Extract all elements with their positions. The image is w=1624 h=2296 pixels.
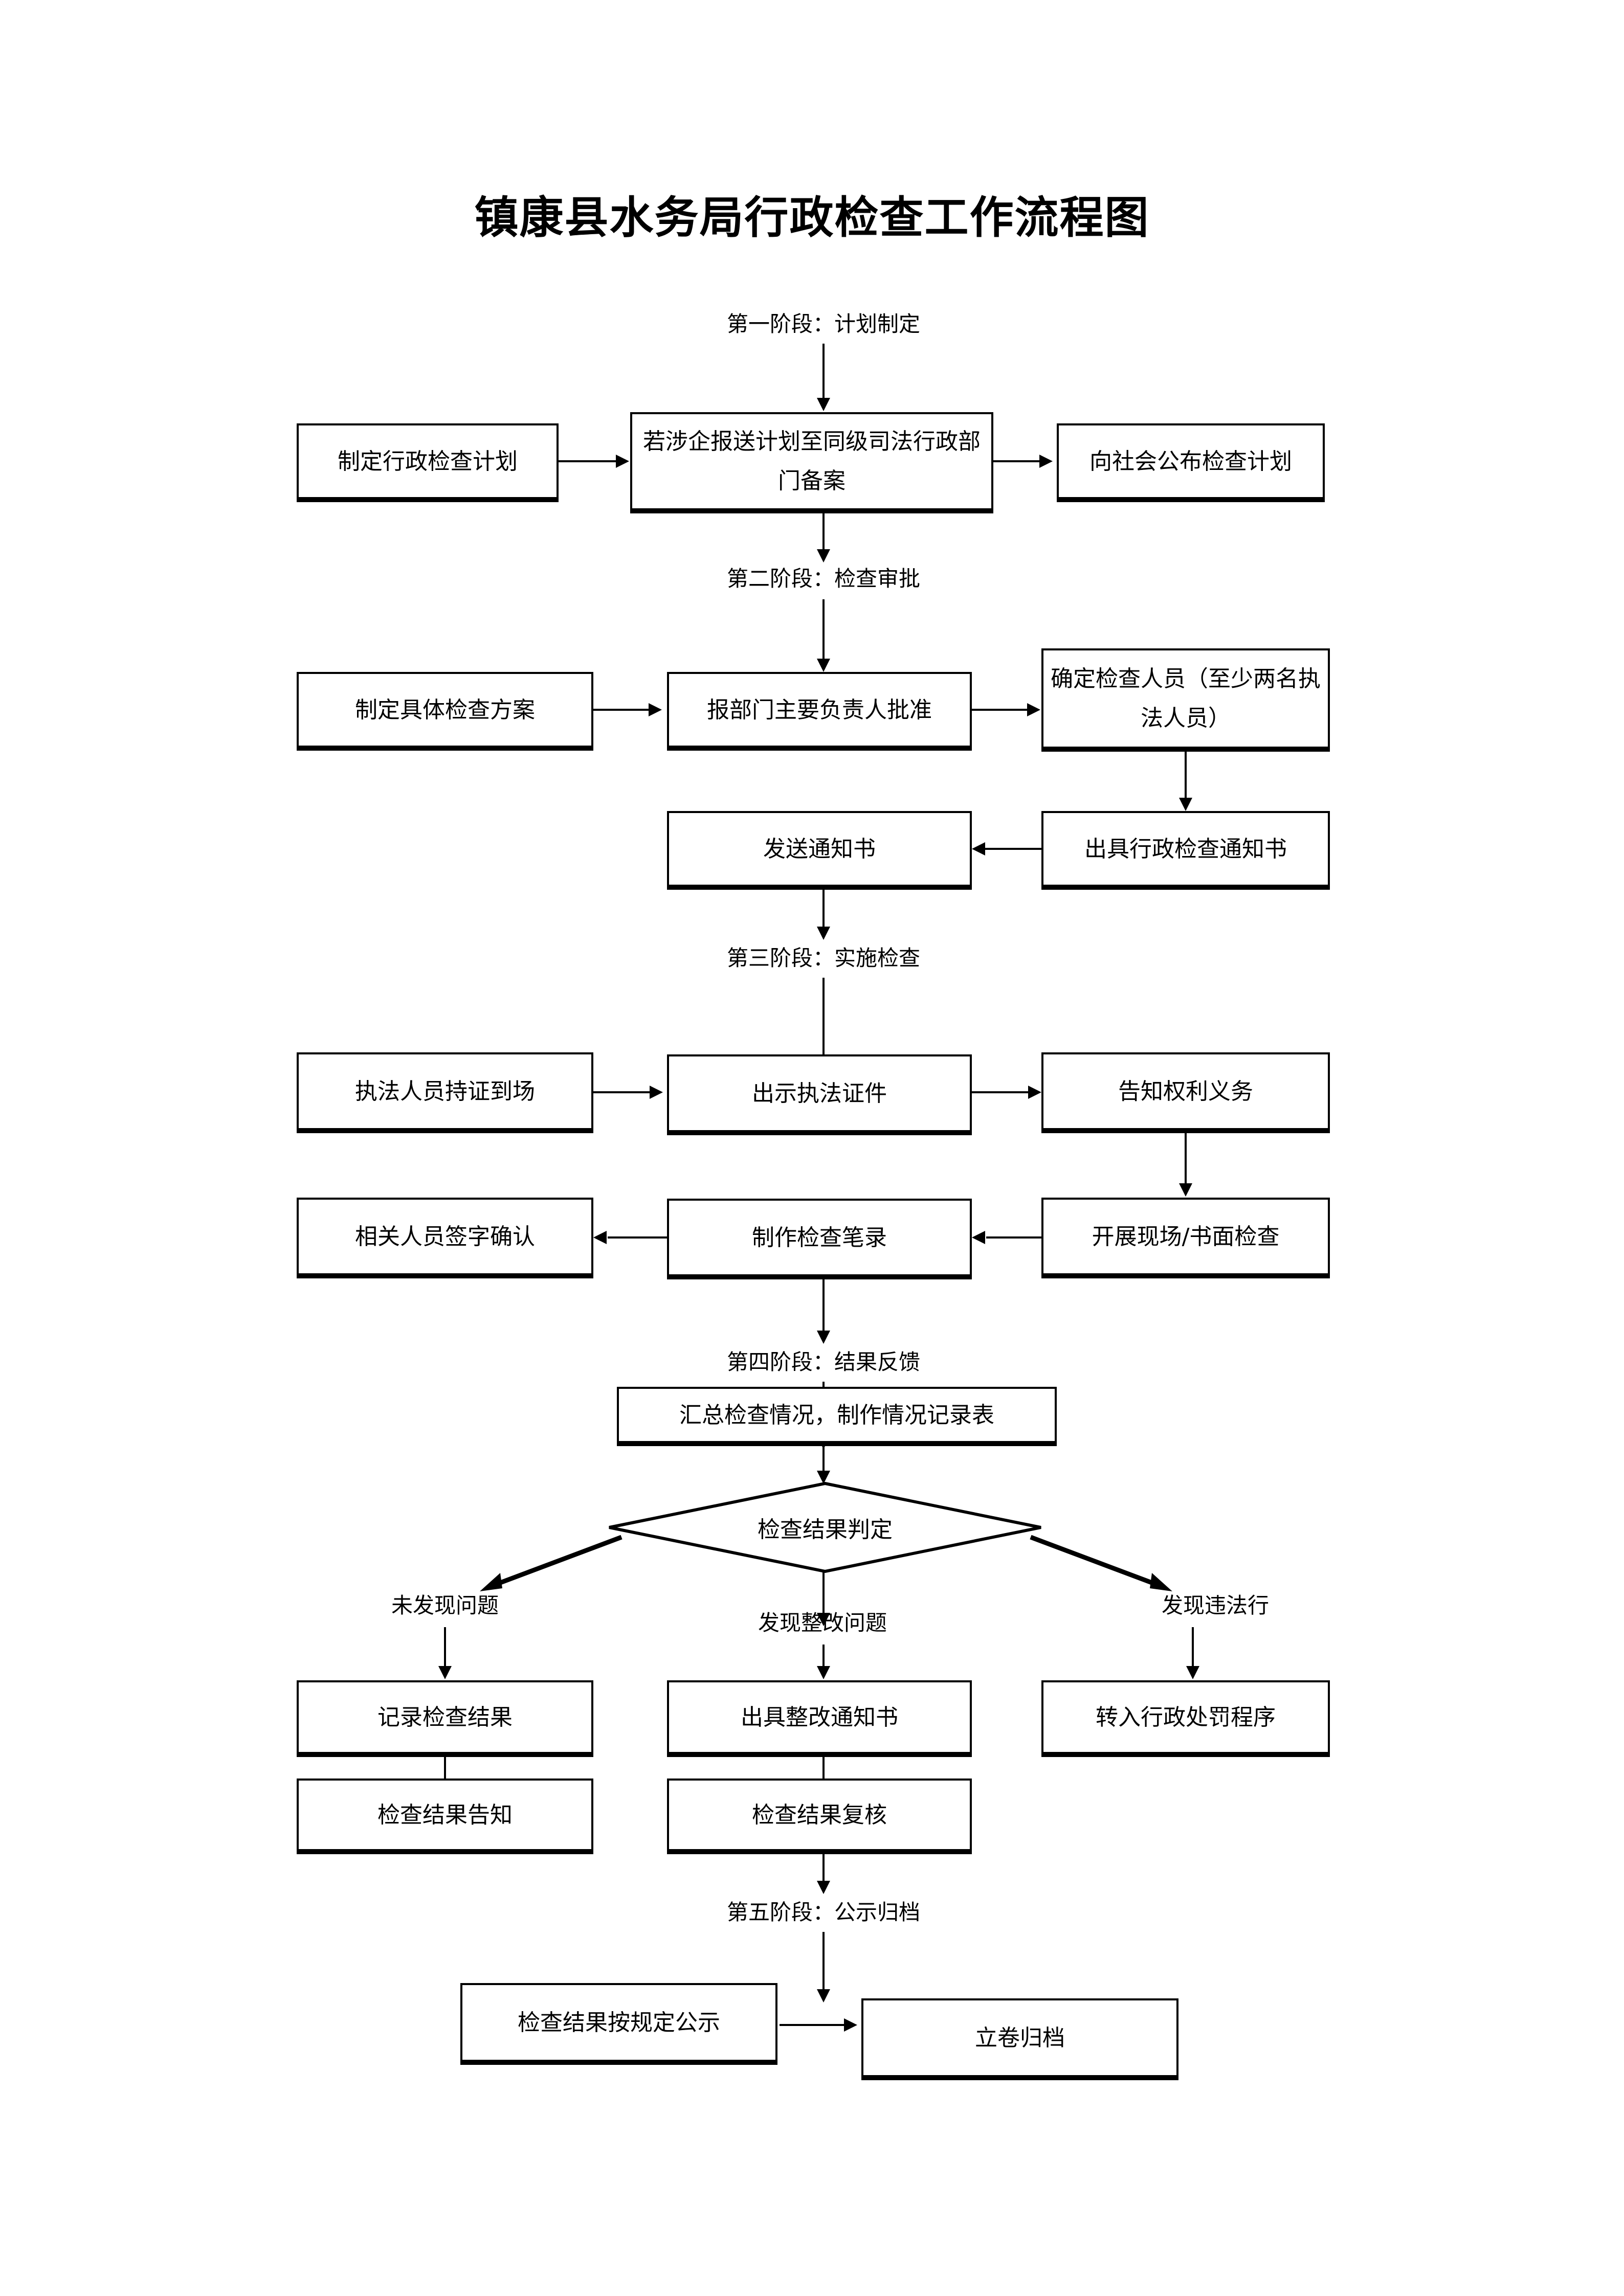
connector-s2-to-stage3 — [822, 887, 825, 929]
arrowhead-s1-2-to-3 — [1039, 455, 1053, 468]
node-assign-inspection-staff[interactable]: 确定检查人员（至少两名执法人员） — [1041, 648, 1330, 749]
connector-s2-1-to-2 — [593, 709, 650, 711]
branch-label-rectify: 发现整改问题 — [758, 1610, 887, 1635]
connector-decision-left — [476, 1534, 624, 1595]
connector-stage3-down — [822, 978, 825, 1065]
node-transfer-to-penalty-procedure[interactable]: 转入行政处罚程序 — [1041, 1680, 1330, 1754]
stage-label-3: 第三阶段：实施检查 — [726, 946, 920, 971]
arrowhead-decision-center — [817, 1613, 830, 1626]
decision-label: 检查结果判定 — [758, 1517, 893, 1543]
arrowhead-stage2-down — [817, 659, 830, 672]
node-staff-arrive-with-credentials[interactable]: 执法人员持证到场 — [297, 1052, 593, 1130]
node-make-inspection-plan[interactable]: 制定行政检查计划 — [297, 423, 559, 499]
stage-label-1: 第一阶段：计划制定 — [726, 311, 920, 336]
branch-label-no-issue: 未发现问题 — [391, 1593, 499, 1618]
node-publish-plan-to-public[interactable]: 向社会公布检查计划 — [1057, 423, 1325, 499]
arrowhead-s3-to-stage4 — [817, 1331, 830, 1344]
connector-branch-right-down — [1192, 1627, 1194, 1668]
connector-s1-to-stage2 — [822, 510, 825, 551]
connector-s2-2-to-3 — [972, 709, 1028, 711]
node-summarize-and-record[interactable]: 汇总检查情况，制作情况记录表 — [617, 1387, 1057, 1443]
node-file-plan-with-justice-dept[interactable]: 若涉企报送计划至同级司法行政部门备案 — [630, 412, 993, 510]
decision-inspection-result[interactable]: 检查结果判定 — [608, 1482, 1042, 1573]
arrowhead-s3-2-to-3 — [1028, 1086, 1041, 1099]
connector-branch-left-down — [444, 1627, 446, 1668]
connector-stage5-down — [822, 1932, 825, 1991]
arrowhead-s3-4-to-5 — [972, 1231, 985, 1244]
connector-s3-1-to-2 — [593, 1091, 651, 1093]
connector-stage2-down — [822, 599, 825, 661]
arrowhead-branch-center-down — [817, 1666, 830, 1679]
connector-s2-3-to-4 — [1185, 749, 1187, 800]
stage-label-2: 第二阶段：检查审批 — [726, 566, 920, 591]
connector-s1-1-to-2 — [559, 460, 617, 462]
node-issue-rectification-notice[interactable]: 出具整改通知书 — [667, 1680, 972, 1754]
arrowhead-s2-to-stage3 — [817, 927, 830, 940]
arrowhead-s4-to-stage5 — [817, 1881, 830, 1894]
arrowhead-s2-4-to-5 — [972, 842, 985, 856]
node-record-inspection-result[interactable]: 记录检查结果 — [297, 1680, 593, 1754]
arrowhead-s2-2-to-3 — [1027, 703, 1040, 716]
connector-branch-center-down — [822, 1645, 825, 1668]
connector-s2-4-to-5 — [985, 848, 1042, 850]
arrowhead-stage5-down — [817, 1989, 830, 2002]
arrowhead-s3-1-to-2 — [650, 1086, 663, 1099]
connector-s3-2-to-3 — [972, 1091, 1029, 1093]
node-submit-for-approval[interactable]: 报部门主要负责人批准 — [667, 672, 972, 748]
arrowhead-s2-3-to-4 — [1179, 798, 1192, 811]
node-conduct-onsite-or-written-check[interactable]: 开展现场/书面检查 — [1041, 1198, 1330, 1275]
node-issue-inspection-notice[interactable]: 出具行政检查通知书 — [1041, 811, 1330, 887]
connector-s4-to-stage5 — [822, 1851, 825, 1883]
connector-decision-center — [822, 1572, 825, 1615]
connector-center-r1-to-r2 — [822, 1754, 825, 1788]
node-inform-rights-and-duties[interactable]: 告知权利义务 — [1041, 1052, 1330, 1130]
node-related-parties-sign[interactable]: 相关人员签字确认 — [297, 1198, 593, 1275]
node-make-inspection-record[interactable]: 制作检查笔录 — [667, 1199, 972, 1276]
node-file-and-archive[interactable]: 立卷归档 — [861, 1998, 1178, 2077]
node-make-detailed-scheme[interactable]: 制定具体检查方案 — [297, 672, 593, 748]
node-publicize-result[interactable]: 检查结果按规定公示 — [460, 1983, 777, 2062]
node-show-law-enforcement-credentials[interactable]: 出示执法证件 — [667, 1054, 972, 1132]
arrowhead-s5-1-to-2 — [844, 2018, 857, 2032]
arrowhead-s2-1-to-2 — [649, 703, 662, 716]
arrowhead-s1-1-to-2 — [616, 455, 629, 468]
connector-s1-2-to-3 — [993, 460, 1040, 462]
branch-label-illegal: 发现违法行 — [1161, 1593, 1269, 1618]
connector-s5-1-to-2 — [780, 2024, 845, 2026]
connector-s3-3-to-4 — [1185, 1130, 1187, 1185]
node-review-inspection-result[interactable]: 检查结果复核 — [667, 1779, 972, 1851]
connector-s3-to-stage4 — [822, 1276, 825, 1333]
arrowhead-stage1-down — [817, 398, 830, 411]
connector-stage1-down — [822, 344, 825, 400]
node-send-notice[interactable]: 发送通知书 — [667, 811, 972, 887]
stage-label-5: 第五阶段：公示归档 — [726, 1900, 920, 1925]
page-title: 镇康县水务局行政检查工作流程图 — [474, 192, 1150, 243]
node-notify-inspection-result[interactable]: 检查结果告知 — [297, 1779, 593, 1851]
connector-left-r1-to-r2 — [444, 1754, 446, 1788]
connector-summary-to-decision — [822, 1443, 825, 1473]
connector-s3-5-to-6 — [608, 1236, 668, 1239]
stage-label-4: 第四阶段：结果反馈 — [726, 1349, 920, 1375]
connector-s3-4-to-5 — [986, 1236, 1042, 1239]
arrowhead-s1-to-stage2 — [817, 549, 830, 562]
arrowhead-summary-to-decision — [817, 1471, 830, 1484]
arrowhead-s3-5-to-6 — [593, 1231, 607, 1244]
arrowhead-branch-left-down — [438, 1666, 452, 1679]
connector-decision-right — [1028, 1534, 1176, 1595]
arrowhead-branch-right-down — [1186, 1666, 1199, 1679]
arrowhead-s3-3-to-4 — [1179, 1183, 1192, 1197]
